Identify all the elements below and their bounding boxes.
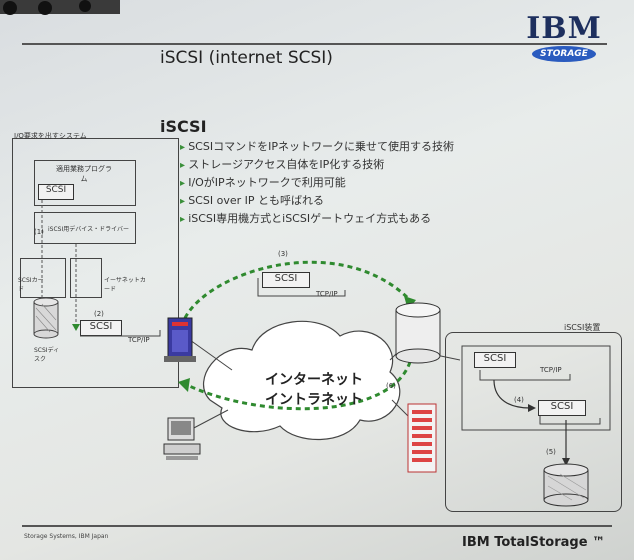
iscsi-device-box	[445, 332, 622, 512]
scsi-card-box	[20, 258, 66, 298]
scsi-disk-label: SCSIディスク	[34, 347, 60, 363]
step-6-label: (6)	[386, 382, 396, 390]
bullet-item: SCSI over IP とも呼ばれる	[180, 192, 454, 210]
ibm-logo-text: IBM	[526, 11, 602, 46]
iscsi-disk-icon	[543, 463, 589, 507]
top-rule	[22, 43, 607, 45]
bullet-item: SCSIコマンドをIPネットワークに乗せて使用する技術	[180, 138, 454, 156]
scsi-disk-icon	[33, 297, 59, 339]
bullet-item: I/OがIPネットワークで利用可能	[180, 174, 454, 192]
top-packet-tcpip: TCP/IP	[316, 290, 338, 298]
step-2-label: (2)	[94, 310, 104, 318]
lower-arc-arrow-icon	[178, 378, 190, 392]
cloud-label-line1: インターネット	[265, 372, 363, 388]
iscsi-inner-frame	[461, 345, 611, 431]
bullet-item: iSCSI専用機方式とiSCSIゲートウェイ方式もある	[180, 210, 454, 228]
step-1-label: (1)	[34, 228, 44, 236]
driver-label: iSCSI用デバイス・ドライバー	[48, 226, 129, 233]
upper-dashed-arc	[183, 260, 412, 319]
workstation-icon	[163, 417, 201, 460]
left-packet-tcpip: TCP/IP	[128, 336, 150, 344]
cloud-label: インターネット イントラネット	[244, 370, 384, 410]
requesting-system-box	[12, 138, 179, 388]
footer-credit: Storage Systems, IBM Japan	[24, 533, 109, 540]
bullet-item: ストレージアクセス自体をIP化する技術	[180, 156, 454, 174]
iscsi-tcpip-label: TCP/IP	[540, 366, 562, 374]
storage-badge: STORAGE	[532, 46, 596, 62]
left-packet-frame	[80, 330, 161, 337]
top-edge-decoration	[0, 0, 120, 15]
lower-dashed-arc	[184, 361, 412, 411]
iscsi-device-title: iSCSI装置	[564, 323, 601, 332]
bullet-list: SCSIコマンドをIPネットワークに乗せて使用する技術 ストレージアクセス自体を…	[180, 138, 454, 228]
network-cloud-icon	[203, 320, 401, 441]
bottom-rule	[22, 525, 612, 527]
footer-brand: IBM TotalStorage ™	[462, 535, 606, 550]
left-scsi-box: SCSI	[38, 184, 74, 200]
iscsi-scsi-inner: SCSI	[538, 400, 586, 416]
cloud-label-line2: イントラネット	[265, 392, 363, 408]
step-4-arrow	[493, 379, 531, 409]
ethernet-card-label: イーサネットカード	[104, 277, 146, 293]
application-box	[34, 160, 136, 206]
scsi-card-label: SCSIカード	[18, 277, 44, 293]
step-5-label: (5)	[546, 448, 556, 456]
iscsi-scsi-top: SCSI	[474, 352, 516, 368]
arrow-to-packet-icon	[72, 324, 80, 331]
ethernet-card-box	[70, 258, 102, 298]
requesting-system-title: I/O要求を出すシステム	[14, 132, 87, 140]
application-label: 適用業務プログラム	[56, 165, 112, 183]
driver-box	[34, 212, 136, 244]
slide-title: iSCSI (internet SCSI)	[160, 48, 333, 68]
server-computer-icon	[164, 317, 196, 362]
main-heading: iSCSI	[160, 117, 207, 136]
top-packet-frame	[257, 278, 346, 297]
ibm-storage-logo: IBM STORAGE	[520, 14, 608, 70]
top-packet-scsi: SCSI	[262, 272, 310, 288]
storage-disk-icon	[395, 302, 441, 364]
storage-rack-icon	[407, 403, 437, 473]
step-4-label: (4)	[514, 396, 524, 404]
step-3-label: (3)	[278, 250, 288, 258]
